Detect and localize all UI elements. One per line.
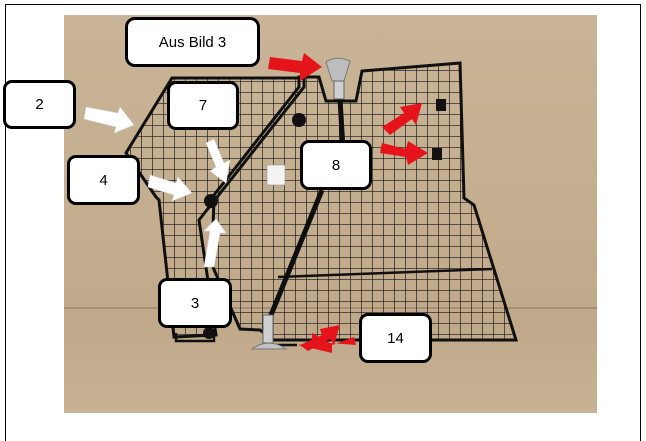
callout-part-8: 8 [300, 140, 372, 190]
callout-part-7: 7 [167, 81, 239, 130]
mesh-guard-drawing [83, 53, 519, 353]
callout-part-14: 14 [359, 313, 432, 363]
callout-part-4: 4 [67, 155, 140, 205]
page-frame [5, 4, 641, 441]
callout-part-3: 3 [158, 278, 232, 328]
callout-from-image-3: Aus Bild 3 [125, 17, 260, 67]
product-photo [64, 15, 597, 413]
white-arrows [83, 106, 231, 268]
callout-part-2: 2 [3, 80, 76, 129]
red-arrows [268, 53, 428, 353]
